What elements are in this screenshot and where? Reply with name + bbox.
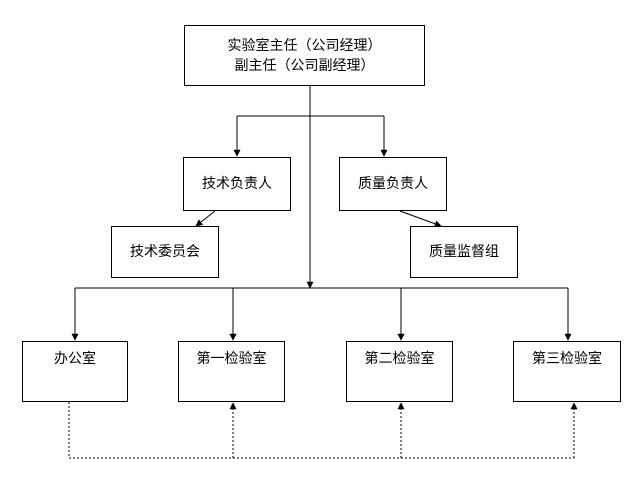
quality-lead-label: 质量负责人 <box>358 176 428 192</box>
arrow-to-quality-supervision <box>399 210 442 228</box>
office-label: 办公室 <box>54 351 96 367</box>
lab-2-box: 第二检验室 <box>346 341 453 402</box>
lab-3-label: 第三检验室 <box>532 351 602 367</box>
lab-1-box: 第一检验室 <box>178 341 285 402</box>
tech-lead-box: 技术负责人 <box>183 157 291 211</box>
director-box: 实验室主任（公司经理） 副主任（公司副经理） <box>184 25 425 86</box>
tech-lead-label: 技术负责人 <box>202 176 272 192</box>
director-title: 实验室主任（公司经理） <box>227 37 382 54</box>
quality-supervision-label: 质量监督组 <box>429 244 499 260</box>
office-box: 办公室 <box>22 341 128 402</box>
lab-1-label: 第一检验室 <box>196 351 267 367</box>
tech-committee-box: 技术委员会 <box>111 226 219 278</box>
arrow-to-tech-committee <box>195 210 216 227</box>
quality-lead-box: 质量负责人 <box>339 157 447 211</box>
quality-supervision-box: 质量监督组 <box>410 226 518 278</box>
lab-3-box: 第三检验室 <box>513 341 621 402</box>
lab-2-label: 第二检验室 <box>364 351 435 367</box>
deputy-director-title: 副主任（公司副经理） <box>234 57 375 74</box>
tech-committee-label: 技术委员会 <box>130 244 200 260</box>
